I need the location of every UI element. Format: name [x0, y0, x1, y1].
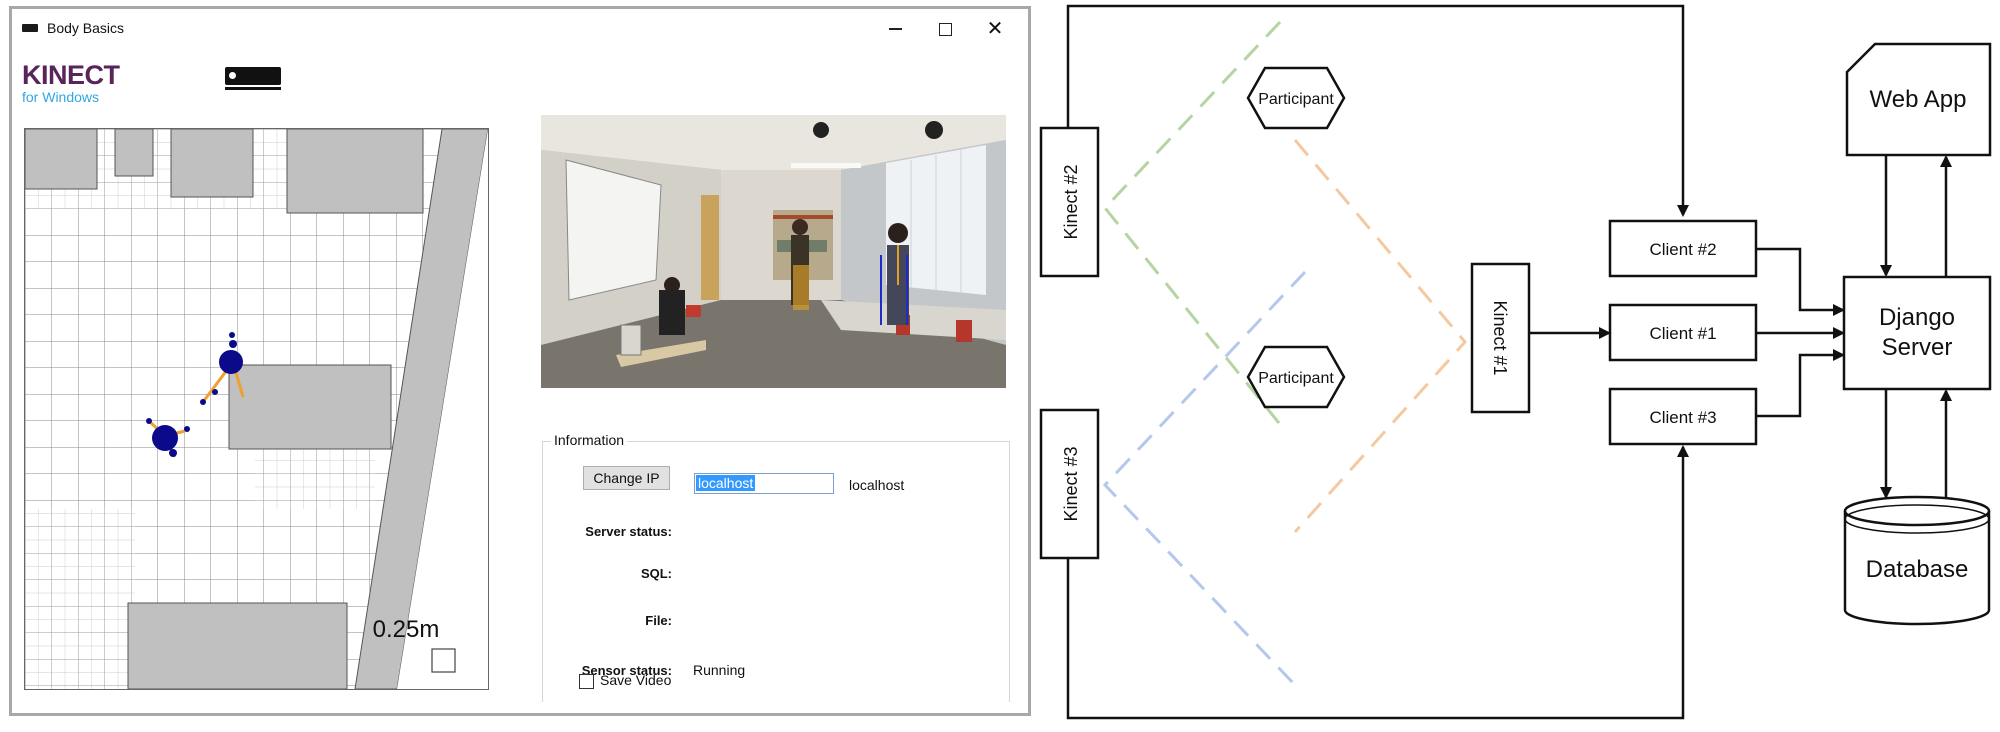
server-status-label: Server status: [543, 524, 672, 539]
sensor-status-value: Running [693, 662, 745, 678]
diagram-canvas: Kinect #2 Kinect #3 Kinect #1 Participan… [1030, 0, 2000, 727]
database-label: Database [1866, 556, 1969, 583]
file-label: File: [543, 613, 672, 628]
minimize-button[interactable] [872, 13, 918, 45]
furniture-block [115, 129, 153, 176]
scale-label: 0.25m [373, 616, 440, 643]
furniture-block [287, 129, 423, 213]
system-architecture-diagram: Kinect #2 Kinect #3 Kinect #1 Participan… [1030, 0, 2000, 727]
maximize-button[interactable] [922, 13, 968, 45]
web-app-label: Web App [1870, 86, 1967, 113]
ip-address-input-text: localhost [696, 475, 755, 491]
kinect3-label: Kinect #3 [1061, 446, 1081, 521]
client2-to-server-arrow [1756, 249, 1843, 310]
client3-to-server-arrow [1756, 355, 1843, 416]
camera-image [541, 115, 1006, 388]
camera-video-feed [541, 115, 1006, 388]
top-connector [1068, 6, 1683, 215]
save-video-label: Save Video [600, 672, 671, 688]
change-ip-button[interactable]: Change IP [583, 466, 670, 490]
kinect-sensor-icon [225, 67, 281, 85]
ip-address-input[interactable]: localhost [694, 473, 834, 494]
furniture-block [25, 129, 97, 189]
body-basics-window: Body Basics ✕ KINECT for Windows [9, 6, 1031, 716]
kinect1-label: Kinect #1 [1490, 300, 1510, 375]
kinect1-field-of-view [1295, 140, 1465, 532]
database-top [1845, 497, 1989, 525]
minimize-icon [889, 28, 902, 30]
bottom-connector [1068, 447, 1683, 718]
participant-bottom-label: Participant [1258, 370, 1334, 387]
information-legend: Information [551, 432, 627, 448]
participant-top-label: Participant [1258, 91, 1334, 108]
app-icon [22, 24, 38, 32]
close-icon: ✕ [987, 19, 1004, 39]
client3-label: Client #3 [1649, 408, 1716, 427]
table-block [229, 365, 391, 449]
current-ip-label: localhost [849, 477, 904, 493]
kinect2-label: Kinect #2 [1061, 164, 1081, 239]
floor-map-canvas: 0.25m [25, 129, 488, 689]
close-button[interactable]: ✕ [972, 13, 1018, 45]
furniture-block [171, 129, 253, 197]
django-server-label-line1: Django [1879, 304, 1955, 331]
django-server-label-line2: Server [1882, 334, 1953, 361]
client2-label: Client #2 [1649, 240, 1716, 259]
scale-square [432, 649, 455, 672]
kinect-logo: KINECT for Windows [22, 61, 120, 105]
window-title: Body Basics [47, 20, 124, 36]
save-video-checkbox[interactable] [579, 674, 594, 689]
information-group: Information Change IP localhost localhos… [542, 441, 1010, 702]
kinect-logo-text: KINECT [22, 61, 120, 89]
client1-label: Client #1 [1649, 324, 1716, 343]
django-server-node [1844, 277, 1990, 389]
title-bar[interactable]: Body Basics ✕ [12, 9, 1028, 49]
floor-map: 0.25m [24, 128, 489, 690]
sql-label: SQL: [543, 566, 672, 581]
furniture-block [128, 603, 347, 689]
maximize-icon [939, 23, 952, 36]
kinect-logo-subtext: for Windows [22, 89, 120, 105]
